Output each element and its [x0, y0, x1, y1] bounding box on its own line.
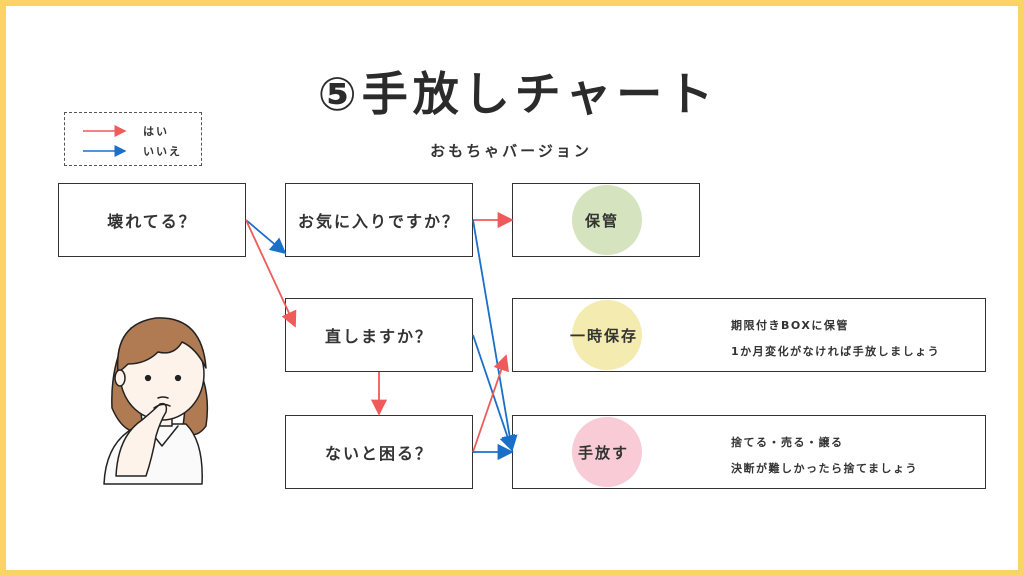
- question-trouble-label: ないと困る？: [324, 444, 433, 463]
- arrow-broken-no: [245, 219, 287, 255]
- flow-arrows: [245, 211, 518, 461]
- legend-arrows: [83, 125, 127, 157]
- question-broken-box: 壊れてる？: [58, 183, 246, 257]
- question-fix-box: 直しますか？: [285, 298, 473, 372]
- result-release-label: 手放す: [578, 444, 630, 462]
- result-temp-note-2: 1か月変化がなければ手放しましょう: [731, 345, 941, 358]
- legend: はい いいえ: [64, 112, 202, 166]
- question-favorite-label: お気に入りですか？: [297, 212, 460, 231]
- arrow-favorite-no: [472, 219, 518, 452]
- result-temp-box: 一時保存 期限付きBOXに保管 1か月変化がなければ手放しましょう: [512, 298, 986, 372]
- result-temp-label: 一時保存: [570, 327, 639, 345]
- arrow-fix-no: [472, 334, 516, 452]
- legend-yes-label: はい: [143, 125, 169, 138]
- result-release-box: 手放す 捨てる・売る・譲る 決断が難しかったら捨てましょう: [512, 415, 986, 489]
- question-broken-label: 壊れてる？: [107, 212, 197, 231]
- result-temp-circle: [572, 300, 642, 370]
- arrow-trouble-yes: [472, 354, 509, 453]
- chart-title: ⑤手放しチャート: [317, 67, 719, 121]
- result-release-note-1: 捨てる・売る・譲る: [731, 436, 844, 449]
- result-keep-label: 保管: [585, 212, 620, 230]
- thinking-woman-illustration: [103, 317, 209, 485]
- result-keep-box: 保管: [512, 183, 700, 257]
- question-fix-label: 直しますか？: [324, 327, 433, 346]
- result-temp-note-1: 期限付きBOXに保管: [731, 319, 849, 332]
- result-keep-circle: [572, 185, 642, 255]
- result-release-note-2: 決断が難しかったら捨てましょう: [731, 462, 918, 475]
- chart-subtitle: おもちゃバージョン: [430, 142, 592, 160]
- question-favorite-box: お気に入りですか？: [285, 183, 473, 257]
- result-release-circle: [572, 417, 642, 487]
- question-trouble-box: ないと困る？: [285, 415, 473, 489]
- legend-no-label: いいえ: [143, 145, 182, 158]
- arrow-broken-yes: [245, 219, 297, 328]
